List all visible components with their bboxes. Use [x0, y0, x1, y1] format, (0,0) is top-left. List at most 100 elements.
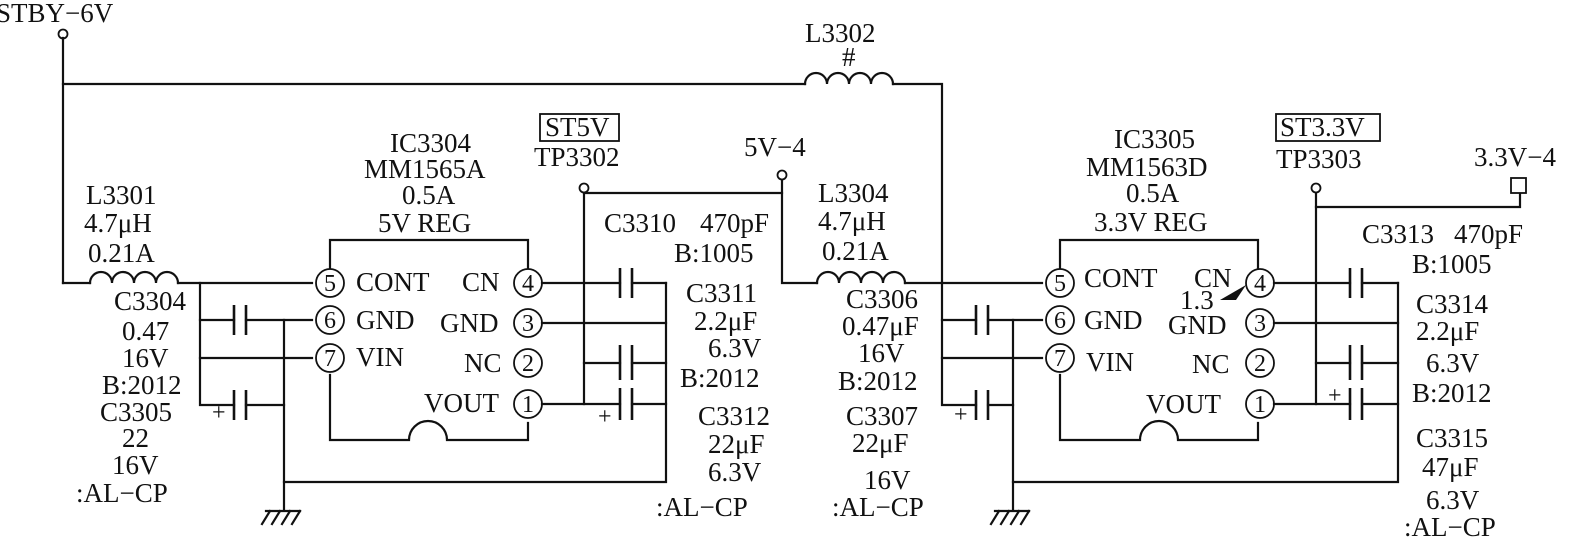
ic3305-pin1-num: 1 — [1254, 392, 1266, 418]
tp3302-net-box — [539, 113, 620, 142]
c3314-ref: C3314 — [1416, 289, 1489, 319]
inductor-l3301: L3301 4.7μH 0.21A — [61, 180, 314, 285]
c3314-value: 2.2μF — [1416, 316, 1479, 346]
c3311-voltage: 6.3V — [708, 333, 762, 363]
c3306-ref: C3306 — [846, 284, 918, 314]
ic3305-pin3-num: 3 — [1254, 311, 1266, 337]
ic3304-pin6-name: GND — [356, 305, 415, 335]
output-network-5v: + ST5V TP3302 5V−4 C3310 470pF B:1005 C3… — [534, 112, 819, 522]
rail-label: STBY−6V — [0, 0, 114, 28]
inductor-l3304: L3304 4.7μH 0.21A — [815, 178, 1044, 285]
ic3304-pin4-num: 4 — [522, 271, 534, 297]
l3304-coil — [815, 270, 907, 285]
c3307-type: :AL−CP — [832, 492, 924, 522]
ic3305-body — [1058, 238, 1260, 442]
ic3304: IC3304 MM1565A 0.5A 5V REG 5 CONT 6 GND … — [315, 128, 543, 442]
tp3303-net-box — [1275, 113, 1381, 142]
output-network-33v: + ST3.3V TP3303 3.3V−4 C3313 470pF B:100… — [1272, 112, 1556, 542]
c3312-ref: C3312 — [698, 401, 770, 431]
ic3305-pin7-num: 7 — [1054, 346, 1066, 372]
out5v-terminal — [776, 169, 788, 181]
ic3304-function: 5V REG — [378, 208, 471, 238]
out33v-terminal — [1510, 177, 1527, 194]
ic3304-pin4-name: CN — [462, 267, 500, 297]
tp3303-ref: TP3303 — [1276, 144, 1362, 174]
ic3305-ref: IC3305 — [1114, 124, 1195, 154]
c3312-value: 22μF — [708, 429, 765, 459]
ic3305-pin6-num: 6 — [1054, 308, 1066, 334]
l3301-coil — [88, 270, 180, 285]
c3314-size: B:2012 — [1412, 378, 1492, 408]
ic3304-pin1-name: VOUT — [424, 388, 499, 418]
l3304-value: 4.7μH — [818, 206, 886, 236]
c3305-type: :AL−CP — [76, 478, 168, 508]
c3315-value: 47μF — [1422, 452, 1479, 482]
ic3304-pin3-num: 3 — [522, 311, 534, 337]
l3301-current: 0.21A — [88, 238, 155, 268]
ic3305-pin6-name: GND — [1084, 305, 1143, 335]
c3315-type: :AL−CP — [1404, 512, 1496, 542]
ic3304-pin5-num: 5 — [324, 271, 336, 297]
ic3305-part: MM1563D — [1086, 152, 1208, 182]
c3307-ref: C3307 — [846, 401, 918, 431]
ic3304-pin2-name: NC — [464, 348, 502, 378]
l3302-mark: # — [842, 42, 856, 72]
ic3305-pin5-num: 5 — [1054, 271, 1066, 297]
out33v-label: 3.3V−4 — [1474, 142, 1556, 172]
ic3305: IC3305 MM1563D 0.5A 3.3V REG 5 CONT 6 GN… — [1045, 124, 1275, 442]
c3307-value: 22μF — [852, 428, 909, 458]
c3305-polarity: + — [212, 400, 226, 426]
ic3305-cn-probe-arrow — [1220, 285, 1246, 300]
c3306-value: 0.47μF — [842, 311, 919, 341]
standby-rail: STBY−6V — [0, 0, 944, 285]
ic3305-pin2-name: NC — [1192, 349, 1230, 379]
input-caps-left: + C3304 0.47 16V B:2012 C3305 22 16V :AL… — [76, 281, 668, 512]
ic3304-pin7-num: 7 — [324, 346, 336, 372]
c3315-ref: C3315 — [1416, 423, 1488, 453]
c3312-type: :AL−CP — [656, 492, 748, 522]
c3307-voltage: 16V — [864, 465, 911, 495]
ic3304-current: 0.5A — [402, 180, 456, 210]
tp3302-ref: TP3302 — [534, 142, 620, 172]
ic3305-pin4-name: CN — [1194, 263, 1232, 293]
ic3304-body — [328, 238, 530, 442]
c3304-value: 0.47 — [122, 316, 169, 346]
ic3304-pin7-name: VIN — [356, 342, 404, 372]
c3313-size: B:1005 — [1412, 249, 1492, 279]
l3302-coil — [803, 71, 895, 86]
ground-symbol-right — [989, 509, 1031, 526]
tp3302-net: ST5V — [545, 112, 610, 142]
tp3303-terminal — [1310, 182, 1322, 194]
ic3304-pin1-num: 1 — [522, 392, 534, 418]
l3301-value: 4.7μH — [84, 208, 152, 238]
c3304-voltage: 16V — [122, 343, 169, 373]
l3304-ref: L3304 — [818, 178, 889, 208]
ground-symbol-left — [260, 509, 302, 526]
c3305-ref: C3305 — [100, 397, 172, 427]
c3310-size: B:1005 — [674, 238, 754, 268]
ic3305-cn-voltage: 1.3 — [1180, 285, 1214, 315]
c3305-voltage: 16V — [112, 450, 159, 480]
ic3305-pin4-num: 4 — [1254, 271, 1266, 297]
l3304-current: 0.21A — [822, 236, 889, 266]
c3310-value: 470pF — [700, 208, 769, 238]
ic3304-part: MM1565A — [364, 154, 486, 184]
c3312-polarity: + — [598, 404, 612, 430]
ic3305-pin7-name: VIN — [1086, 347, 1134, 377]
ic3304-ref: IC3304 — [390, 128, 472, 158]
l3301-ref: L3301 — [86, 180, 157, 210]
tp3302-terminal — [578, 182, 590, 194]
c3313-value: 470pF — [1454, 219, 1523, 249]
c3311-ref: C3311 — [686, 278, 757, 308]
c3313-ref: C3313 — [1362, 219, 1434, 249]
ic3305-pin2-num: 2 — [1254, 351, 1266, 377]
ic3304-pin2-num: 2 — [522, 351, 534, 377]
out5v-label: 5V−4 — [744, 132, 806, 162]
ic3305-pin5-name: CONT — [1084, 263, 1158, 293]
c3315-voltage: 6.3V — [1426, 485, 1480, 515]
ic3305-current: 0.5A — [1126, 178, 1180, 208]
ic3304-pin5-name: CONT — [356, 267, 430, 297]
c3311-size: B:2012 — [680, 363, 760, 393]
c3304-size: B:2012 — [102, 370, 182, 400]
